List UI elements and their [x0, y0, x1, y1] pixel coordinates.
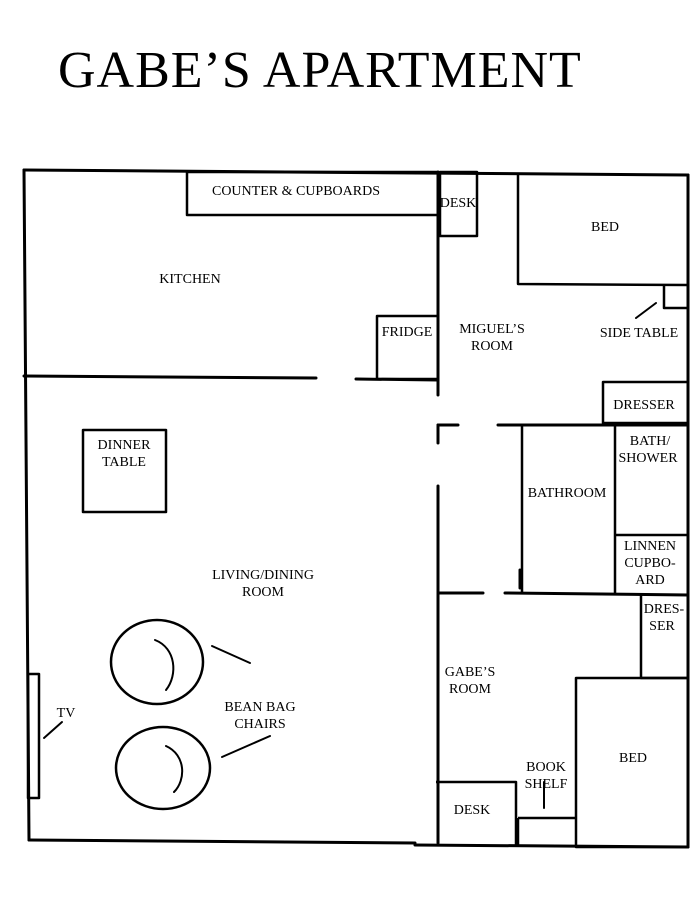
bean-bag-chair-1 [109, 618, 205, 706]
counter-label: COUNTER & CUPBOARDS [212, 184, 380, 199]
dresser-miguel [601, 380, 690, 425]
bed-bottom-label: BED [619, 751, 647, 766]
tv-label: TV [57, 706, 76, 721]
linnen-cupboard-label-line2: CUPBO- [624, 556, 676, 571]
fridge-label: FRIDGE [382, 325, 433, 340]
bath-shower-label-line1: BATH/ [630, 434, 671, 449]
kitchen-label: KITCHEN [159, 272, 220, 287]
dinner-table-label-line2: TABLE [102, 455, 146, 470]
desk-gabe [436, 780, 518, 845]
room-labels: COUNTER & CUPBOARDS DESK BED KITCHEN FRI… [57, 184, 685, 818]
gabes-room-label-line2: ROOM [449, 682, 492, 697]
page-title: GABE’S APARTMENT [58, 42, 582, 99]
miguels-room-label-line1: MIGUEL’S [459, 322, 525, 337]
furniture [26, 170, 690, 849]
bathroom-label: BATHROOM [528, 486, 607, 501]
linnen-cupboard-label-line3: ARD [635, 573, 665, 588]
bed-gabe [574, 676, 690, 849]
book-shelf-label-line2: SHELF [525, 777, 568, 792]
desk-bottom-label: DESK [454, 803, 491, 818]
living-dining-label-line1: LIVING/DINING [212, 568, 314, 583]
dinner-table-label-line1: DINNER [98, 438, 152, 453]
dresser-bottom-label-line2: SER [649, 619, 675, 634]
bean-bag-label-line1: BEAN BAG [224, 700, 295, 715]
tv [26, 672, 41, 800]
side-table-pointer [635, 302, 657, 319]
book-shelf [516, 816, 576, 845]
bath-shower-label-line2: SHOWER [618, 451, 678, 466]
bed-miguel [516, 175, 689, 287]
linnen-cupboard-label-line1: LINNEN [624, 539, 676, 554]
bed-top-label: BED [591, 220, 619, 235]
interior-walls [22, 170, 690, 845]
counter-cupboards [185, 170, 440, 217]
tv-pointer [43, 721, 63, 739]
dinner-table [81, 428, 168, 514]
bean-bag-pointer-1 [211, 645, 251, 664]
bean-bag-chair-1-crease [154, 639, 175, 691]
dresser-bottom-label-line1: DRES- [644, 602, 685, 617]
desk-top-label: DESK [440, 196, 477, 211]
bean-bag-label-line2: CHAIRS [234, 717, 285, 732]
fridge [375, 314, 440, 381]
bean-bag-chair-2-crease [165, 745, 184, 793]
dresser-top-label: DRESSER [613, 398, 675, 413]
desk-miguel [438, 170, 479, 238]
bean-bag-pointer-2 [221, 735, 271, 758]
miguels-room-label-line2: ROOM [471, 339, 514, 354]
side-table-label: SIDE TABLE [600, 326, 678, 341]
gabes-room-label-line1: GABE’S [445, 665, 496, 680]
living-dining-label-line2: ROOM [242, 585, 285, 600]
side-table [662, 286, 688, 310]
bean-bag-chair-2 [114, 725, 212, 811]
book-shelf-label-line1: BOOK [526, 760, 566, 775]
